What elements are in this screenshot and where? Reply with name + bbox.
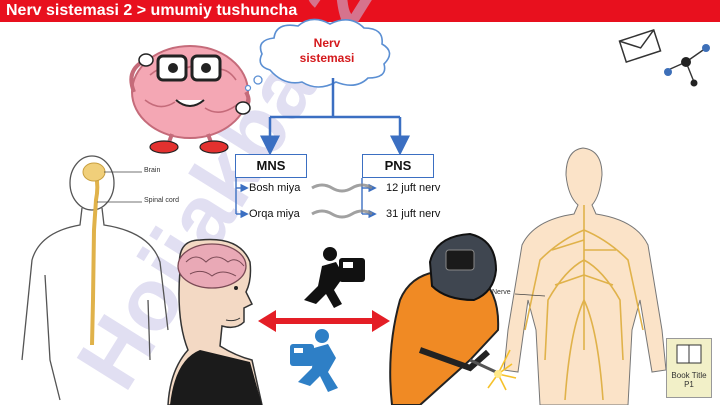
spinal-cord-label: Spinal cord (144, 197, 180, 204)
brain-label: Brain (144, 167, 161, 174)
mns-item-bosh-miya: Bosh miya (249, 182, 301, 194)
mns-item-orqa-miya: Orqa miya (249, 208, 300, 220)
pns-box: PNS (362, 154, 434, 178)
cloud-title: Nerv sistemasi (288, 36, 366, 66)
cloud-line-2: sistemasi (299, 51, 355, 65)
book-code-text: P1 (684, 380, 694, 389)
book-icon (676, 344, 702, 364)
book-title-text: Book Title (671, 371, 707, 380)
book-title-sticker: Book Title P1 (666, 338, 712, 398)
pns-item-31-juft: 31 juft nerv (386, 208, 441, 220)
page-title: Nerv sistemasi 2 > umumiy tushuncha (0, 0, 720, 22)
cloud-line-1: Nerv (313, 36, 341, 50)
pns-item-12-juft: 12 juft nerv (386, 182, 441, 194)
mns-box: MNS (235, 154, 307, 178)
nerve-label: Nerve (492, 289, 511, 296)
